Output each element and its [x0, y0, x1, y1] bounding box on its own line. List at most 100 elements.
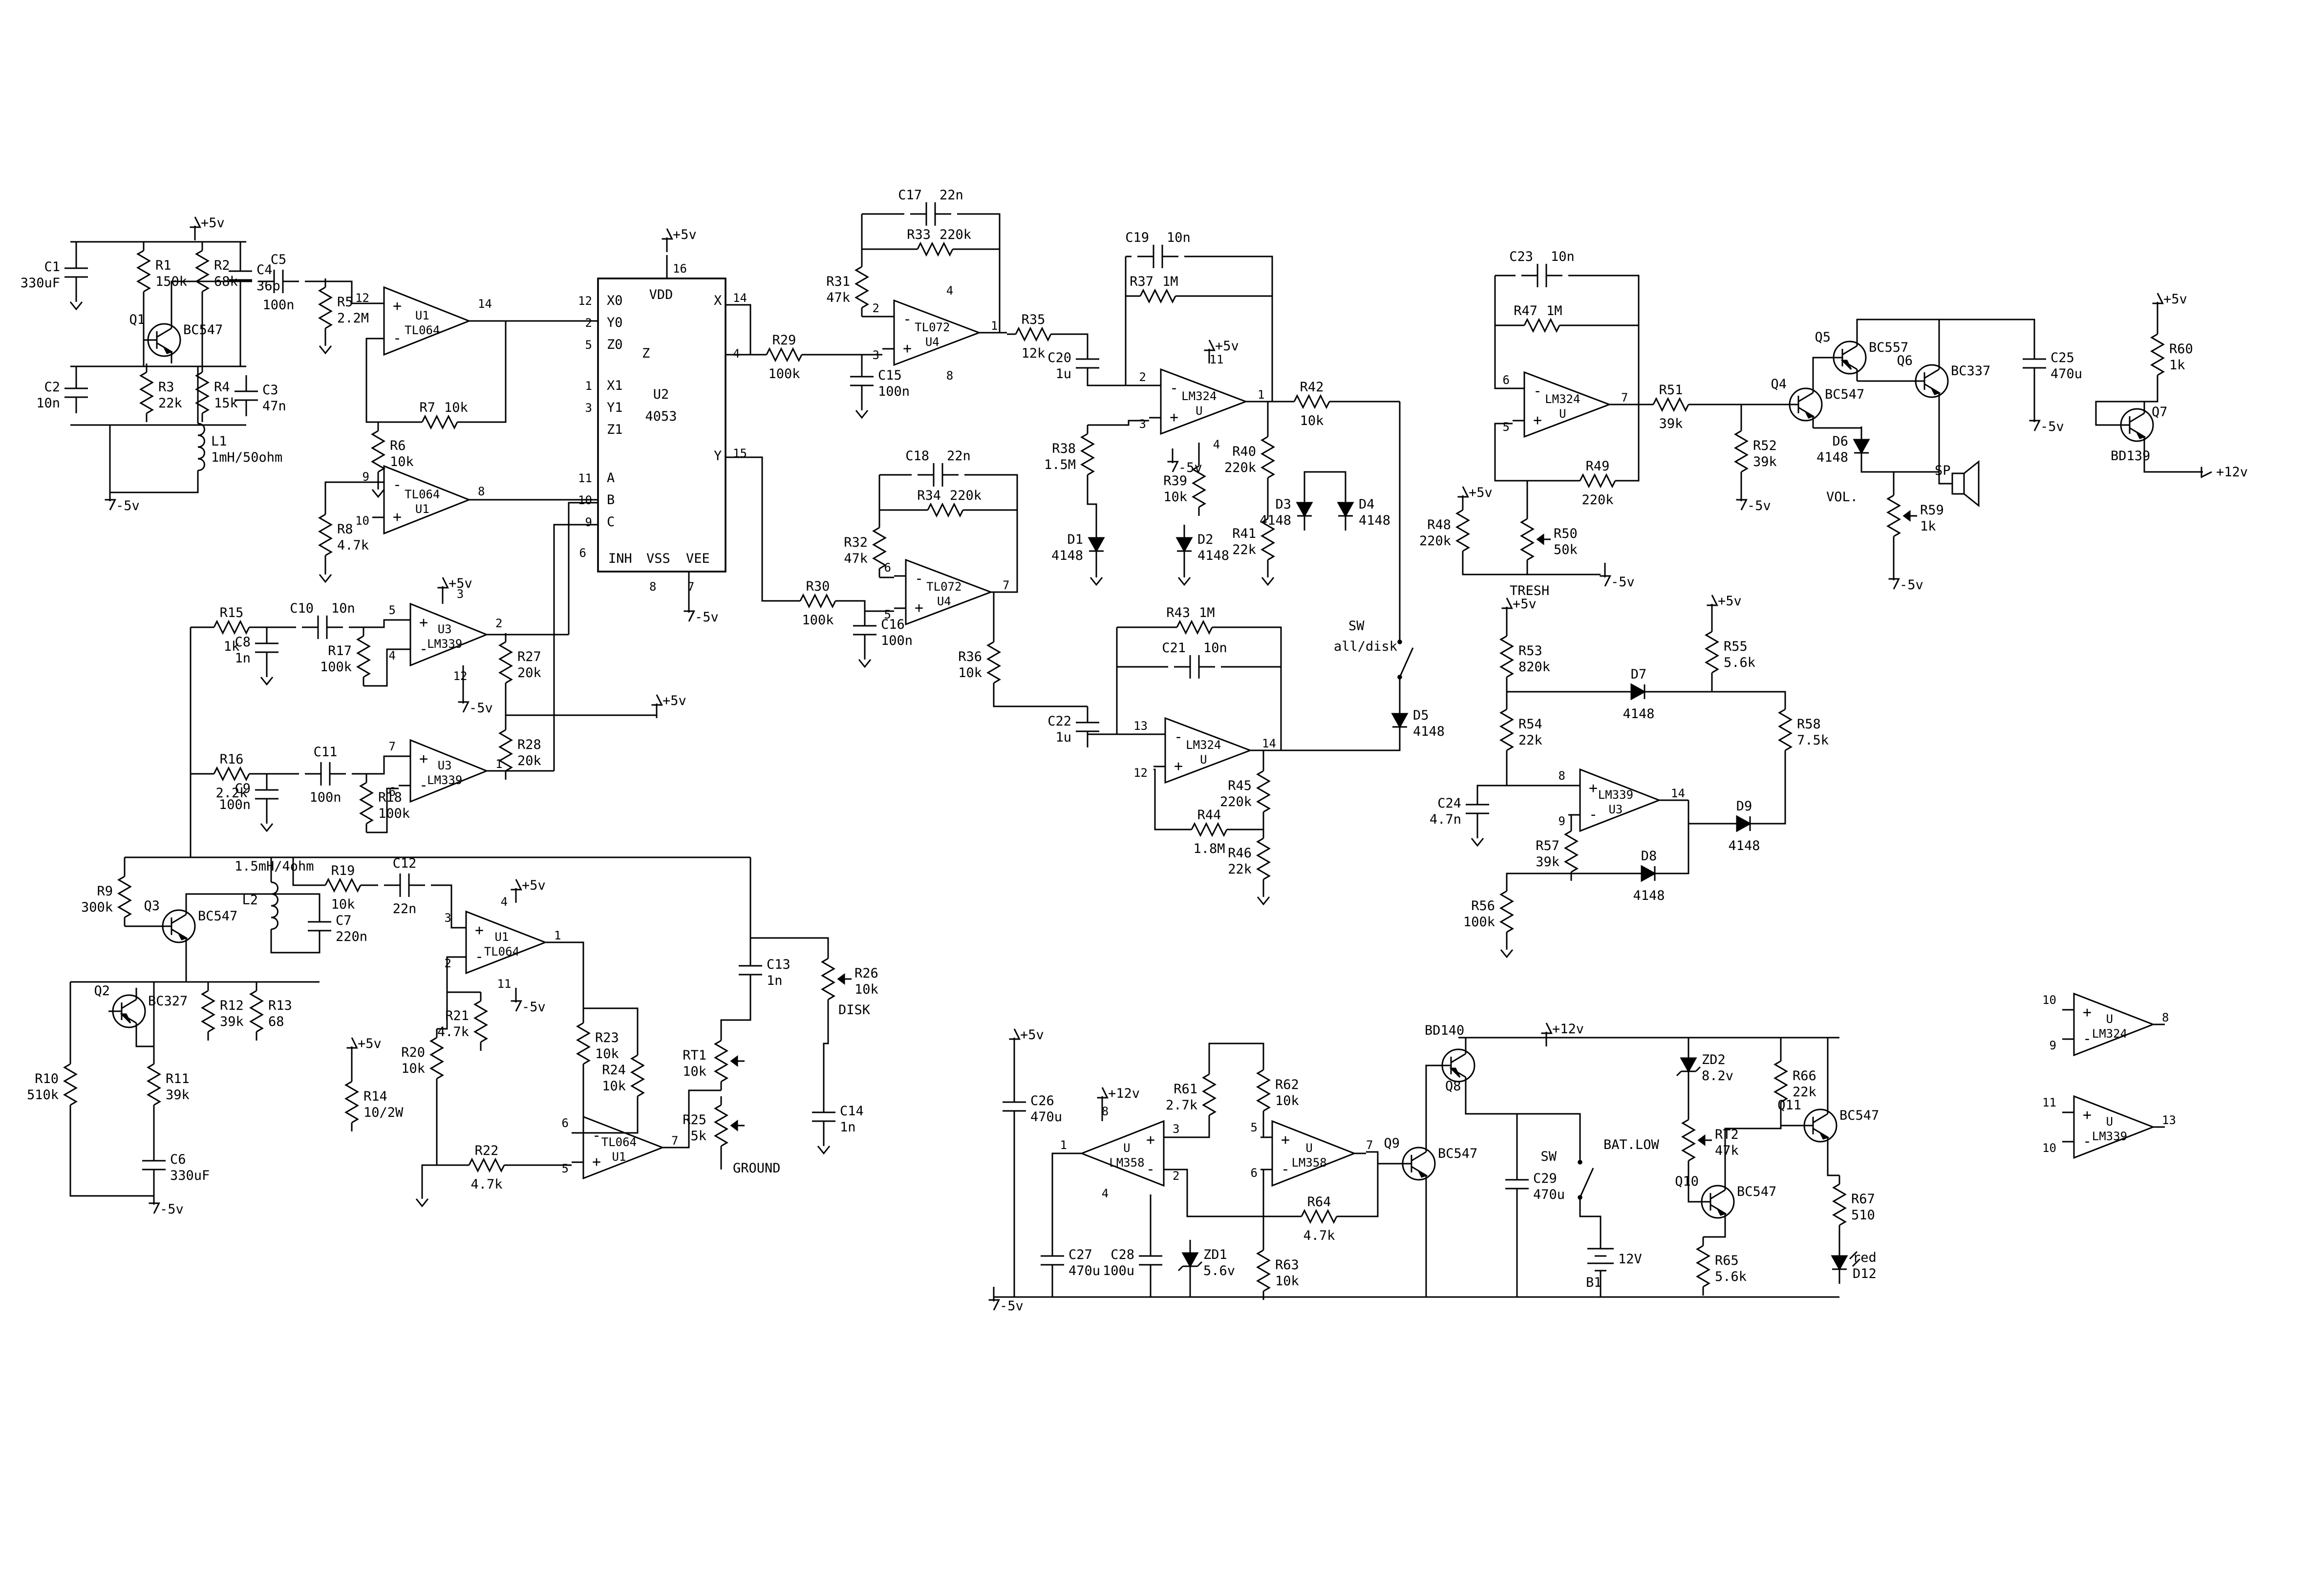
label-C18: C18 [905, 448, 929, 464]
wire [437, 992, 448, 1030]
power-rail--5v: -5v [511, 988, 546, 1015]
label-VOL.: VOL. [1826, 489, 1858, 505]
pin-label: 4 [389, 649, 396, 662]
pin-label: 10 [2042, 1141, 2056, 1155]
value-C26: 470u [1030, 1109, 1062, 1125]
wire [1780, 1111, 1800, 1127]
ground-arrow [1261, 577, 1275, 586]
power-arrow [1600, 575, 1611, 587]
resistor-body [766, 347, 803, 362]
opamp-label: U [1123, 1141, 1130, 1155]
power-label--5v: -5v [695, 610, 719, 625]
opamp-label: U [1196, 404, 1202, 418]
power-label--5v: -5v [1900, 577, 1923, 593]
resistor-body [854, 266, 869, 309]
resistor-body [1564, 830, 1579, 873]
pin-label: 8 [1559, 769, 1565, 783]
pin-label: 1 [554, 929, 561, 942]
wire [1568, 275, 1640, 405]
label-C16: C16 [881, 617, 905, 632]
wire [466, 321, 507, 423]
value-R16: 2.2k [215, 786, 247, 801]
value-R52: 39k [1753, 454, 1777, 469]
power-rail-+5v: +5v [190, 215, 225, 240]
pin-label: 14 [1671, 787, 1685, 800]
wire [1476, 785, 1507, 788]
value-R7: 10k [444, 400, 468, 415]
ground-arrow [260, 823, 274, 832]
power-arrow [684, 610, 695, 622]
label-R40: R40 [1232, 444, 1256, 459]
power-arrow [437, 577, 449, 589]
lead [1813, 1113, 1828, 1124]
resistor-body [324, 877, 362, 893]
power-rail--5v: -5v [149, 1190, 184, 1217]
pin-label: 13 [1133, 719, 1148, 733]
resistor-body [2150, 333, 2165, 376]
label-C8: C8 [235, 635, 251, 650]
emitter-arrow [1930, 386, 1941, 395]
resistor-body [1256, 837, 1271, 880]
value-Q3: BC547 [198, 909, 237, 924]
ground-arrow [817, 1146, 831, 1155]
resistor-body [1832, 1183, 1847, 1226]
capacitor-C18: C18 22n [905, 448, 971, 487]
power-rail-+12v: +12v [2188, 465, 2248, 480]
value-R65: 5.6k [1715, 1269, 1747, 1284]
lead [1924, 368, 1940, 379]
ic-label-VDD: VDD [649, 287, 673, 302]
power-arrow [1888, 578, 1900, 590]
text-label-Q7: Q7 [2152, 404, 2168, 420]
label-1: 1 [585, 379, 592, 393]
wire [1494, 423, 1571, 482]
power-arrow [149, 1202, 160, 1214]
opamp-label: U [2106, 1115, 2113, 1128]
power-arrow [190, 216, 201, 228]
opamp-label: U3 [438, 759, 452, 772]
pin-label: 9 [1559, 814, 1565, 828]
resistor-body [799, 593, 836, 609]
pin-label: 3 [445, 911, 451, 925]
pin-label: 3 [457, 587, 464, 601]
sign-bottom: - [419, 777, 428, 794]
label-R16: R16 [220, 752, 244, 767]
ground-arrow [319, 345, 332, 355]
sign-top: + [1146, 1131, 1155, 1149]
sign-top: + [419, 614, 428, 631]
value-R51: 39k [1659, 416, 1683, 431]
ic-body [597, 277, 726, 573]
resistor-body [429, 1037, 444, 1080]
diode-body [1088, 537, 1105, 553]
resistor-R8: R84.7k [318, 506, 369, 564]
value-C8: 1n [235, 651, 251, 666]
power-arrow [1541, 1022, 1553, 1034]
power-label-+5v: +5v [662, 693, 686, 708]
value-C18: 22n [947, 448, 971, 464]
power-label-+5v: +5v [449, 576, 472, 591]
label-3: 3 [585, 401, 592, 415]
power-arrow [988, 1299, 1000, 1311]
power-rail-+5v: +5v [1707, 594, 1742, 618]
wire [1860, 468, 1894, 473]
wire [1221, 626, 1282, 751]
resistor-body [371, 430, 385, 473]
ground-arrow [260, 665, 274, 686]
text-label-TRESH: TRESH [1510, 583, 1549, 598]
